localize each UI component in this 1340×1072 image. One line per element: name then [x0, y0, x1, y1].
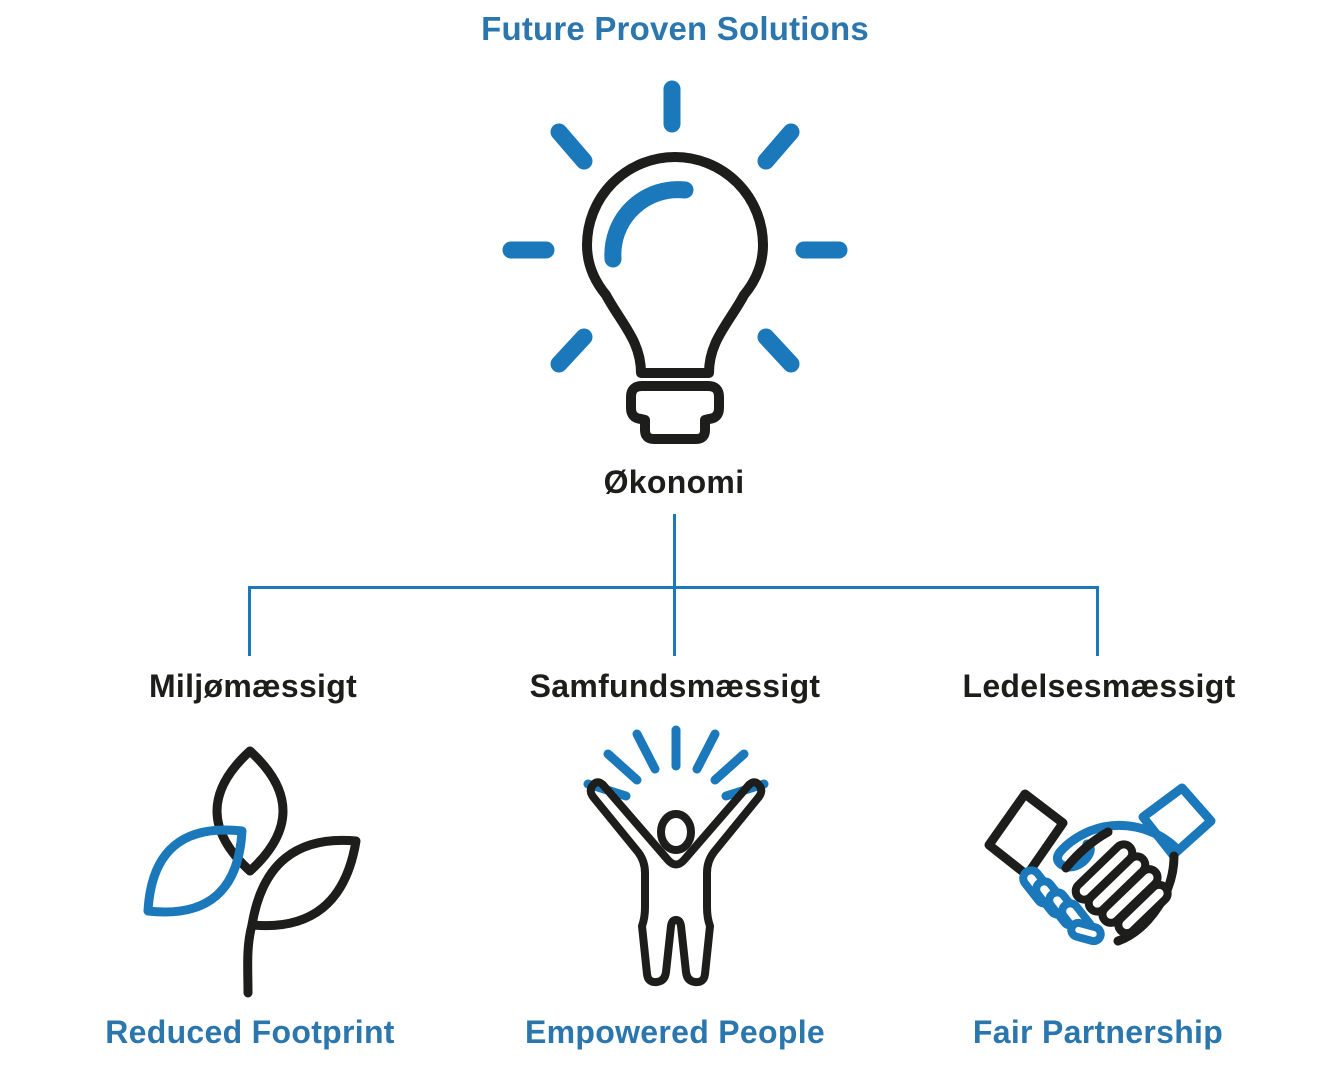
lightbulb-idea-icon [502, 80, 848, 444]
value-label-environment: Reduced Footprint [105, 1014, 395, 1050]
connector-right-drop [1096, 586, 1099, 656]
plant-leaves-icon [143, 746, 361, 998]
empowered-person-icon [583, 725, 769, 987]
connector-root-vertical [673, 514, 676, 656]
connector-left-drop [248, 586, 251, 656]
diagram-title: Future Proven Solutions [481, 10, 869, 47]
value-label-governance: Fair Partnership [972, 1014, 1224, 1050]
category-label-row: Miljømæssigt Samfundsmæssigt Ledelsesmæs… [0, 666, 1237, 716]
value-label-social: Empowered People [525, 1014, 825, 1050]
category-label-governance: Ledelsesmæssigt [962, 668, 1236, 704]
category-label-social: Samfundsmæssigt [529, 668, 821, 704]
root-node-label: Økonomi [603, 464, 745, 500]
handshake-icon [984, 783, 1216, 946]
connector-horizontal [249, 586, 1099, 589]
category-label-environment: Miljømæssigt [148, 668, 358, 704]
